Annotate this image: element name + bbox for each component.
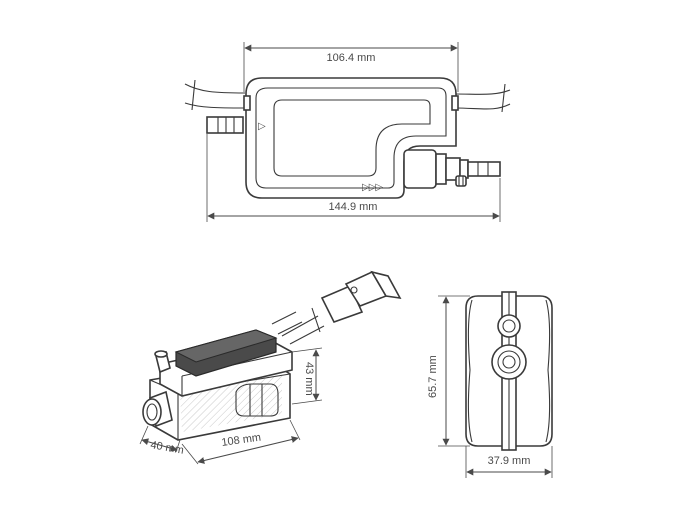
flow-direction-symbol: ▷▷▷ — [362, 182, 383, 193]
dim-pump-height-label: 43 mm — [303, 362, 315, 396]
side-main-port-ring — [497, 350, 521, 374]
dim-43-ext-top — [291, 347, 323, 353]
side-top-port-inner — [502, 319, 516, 333]
iso-cable-break — [311, 307, 321, 333]
iso-control-box-top — [174, 329, 278, 363]
inlet-flow-symbol: ▷ — [258, 121, 266, 132]
dim-108-ext-left — [181, 443, 199, 465]
pump-body-frame — [255, 87, 447, 189]
outlet-fitting — [403, 149, 501, 189]
side-view: 65.7 mm 37.9 mm — [427, 291, 553, 478]
iso-float-ribs — [249, 384, 263, 416]
dim-43-ext-bottom — [291, 399, 323, 405]
isometric-view: 43 mm 40 mm 108 mm — [139, 270, 402, 465]
iso-cable-lower — [289, 325, 325, 345]
right-cable-gland — [451, 95, 459, 111]
iso-float — [235, 383, 279, 417]
side-main-port-inner — [502, 355, 516, 369]
dim-side-width-label: 37.9 mm — [488, 455, 531, 467]
dim-pump-length-label: 108 mm — [221, 432, 262, 449]
side-main-port — [491, 344, 527, 380]
left-cable-gland — [243, 95, 251, 111]
dim-108-ext-right — [289, 419, 301, 441]
left-cable-break — [191, 79, 196, 111]
iso-inlet-ring — [142, 398, 162, 426]
dim-top-width-outer-label: 144.9 mm — [329, 201, 378, 213]
pump-window — [273, 99, 431, 177]
top-view: ▷ ▷ ▷▷▷ 106.4 mm 144.9 mm — [184, 42, 511, 222]
iso-top-nozzle-cap — [154, 350, 168, 358]
iso-plug — [320, 270, 402, 323]
right-cable-upper — [454, 89, 511, 95]
side-right-contour — [545, 299, 551, 443]
right-cable-break — [501, 83, 506, 113]
left-cable-lower — [184, 102, 246, 109]
iso-cable-upper — [281, 315, 319, 337]
side-left-contour — [467, 299, 473, 443]
dim-pump-depth-label: 40 mm — [149, 439, 184, 457]
left-cable-upper — [184, 83, 246, 94]
side-top-port — [497, 314, 521, 338]
iso-tube — [271, 311, 303, 335]
inlet-nipple — [206, 116, 244, 134]
dim-side-height-label: 65.7 mm — [427, 355, 439, 398]
dim-top-width-inner-label: 106.4 mm — [327, 52, 376, 64]
dim-40-line — [141, 438, 178, 452]
right-cable-lower — [454, 103, 511, 110]
iso-inlet-opening — [146, 403, 158, 421]
dim-108-line — [197, 436, 299, 464]
